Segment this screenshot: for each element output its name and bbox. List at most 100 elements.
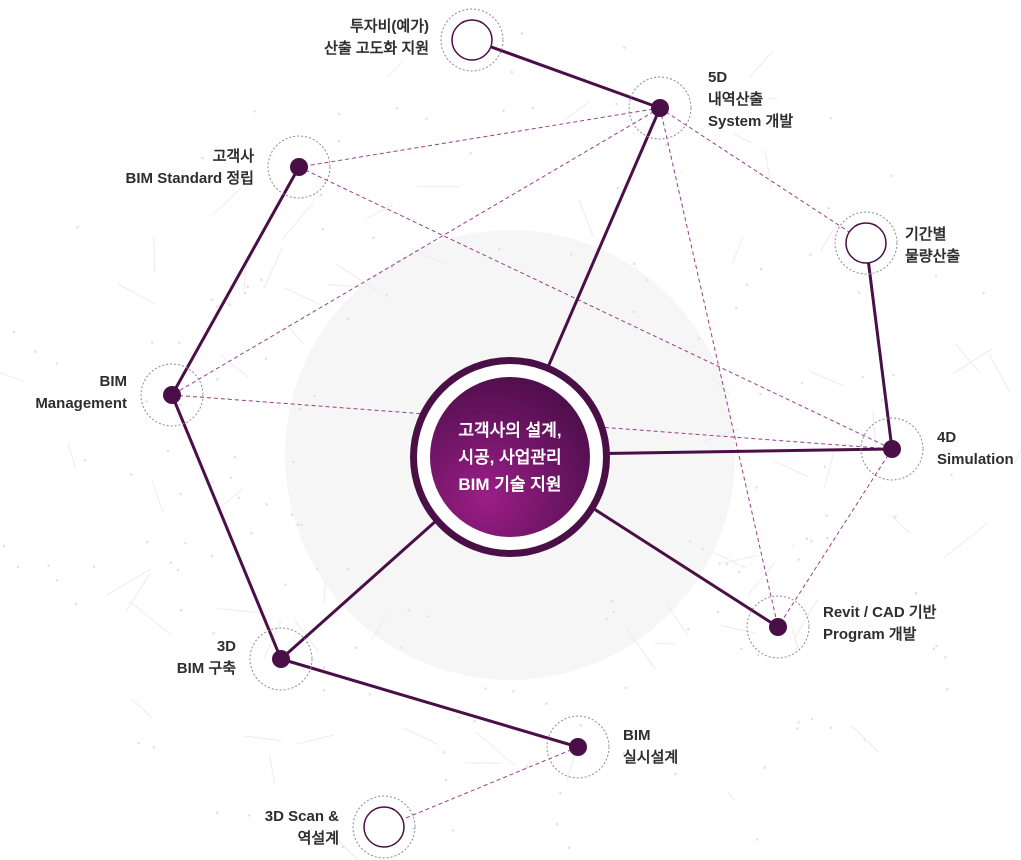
bg-dot (407, 608, 411, 612)
dashed-connections (171, 107, 893, 828)
node-hollow-period-qty (845, 222, 887, 264)
bg-network-line (335, 263, 380, 293)
bg-dot (757, 653, 760, 657)
center-text-line: 시공, 사업관리 (458, 447, 562, 467)
bg-dot (825, 536, 829, 540)
bg-dot (725, 562, 729, 566)
bg-dot (914, 591, 918, 595)
bg-dot (319, 193, 323, 197)
bg-dot (932, 647, 936, 651)
bg-dot (716, 610, 720, 614)
bg-dot (950, 473, 953, 477)
bg-dot (176, 569, 180, 572)
bg-network-line (284, 287, 322, 306)
bg-network-line (263, 247, 283, 289)
bg-dot (805, 537, 808, 540)
bg-network-line (296, 734, 335, 745)
bg-dot (797, 558, 800, 561)
label-line: BIM (623, 727, 651, 744)
bg-dot (809, 253, 812, 256)
node-ring-invest (440, 8, 504, 72)
bg-dot (512, 690, 515, 693)
bg-dot (559, 791, 562, 795)
bg-dot (300, 523, 303, 527)
bg-dot (498, 248, 501, 251)
bg-dot (484, 687, 488, 690)
bg-network-line (128, 600, 172, 636)
bg-dot (247, 814, 251, 817)
bg-dot (2, 544, 6, 547)
bg-dot (442, 751, 446, 754)
bg-dot (210, 554, 214, 558)
bg-dot (616, 186, 619, 190)
label-line: 물량산출 (905, 248, 961, 265)
bg-network-line (665, 602, 689, 637)
label-line: 5D (708, 69, 728, 86)
label-line: 투자비(예가) (350, 18, 429, 35)
bg-dot (55, 362, 59, 365)
label-bim-design: BIM 실시설계 (623, 725, 678, 769)
bg-network-line (718, 624, 755, 634)
bg-dot (525, 765, 529, 768)
bg-dot (228, 303, 231, 307)
node-dot-revit-cad (769, 618, 787, 636)
bg-dot (385, 294, 389, 297)
bg-network-line (1013, 449, 1021, 466)
node-ring-period-qty (834, 211, 898, 275)
bg-dot (368, 692, 372, 696)
bg-network-line (820, 229, 834, 252)
bg-dot (243, 291, 247, 295)
bg-network-line (727, 792, 735, 801)
bg-dot (201, 156, 204, 160)
bg-network-line (125, 573, 151, 612)
node-dot-bim-design (569, 738, 587, 756)
bg-dot (861, 375, 865, 379)
center-hub-inner: 고객사의 설계, 시공, 사업관리 BIM 기술 지원 (430, 377, 590, 537)
bg-dot (210, 298, 213, 301)
bg-dot (265, 503, 269, 506)
bg-dot (166, 449, 170, 453)
bg-network-line (794, 599, 819, 639)
bg-dot (755, 486, 758, 489)
bg-dot (624, 686, 628, 689)
bg-network-line (117, 283, 155, 305)
bg-dot (612, 610, 615, 614)
label-invest: 투자비(예가) 산출 고도화 지원 (324, 16, 429, 60)
bg-dot (179, 492, 182, 496)
bg-dot (211, 481, 215, 484)
bg-dot (632, 262, 636, 266)
bg-network-line (773, 460, 808, 477)
dashed-link-5d-bim-mgmt (171, 107, 661, 396)
bg-network-line (731, 237, 744, 264)
bg-dot (697, 337, 701, 340)
bg-dot (145, 400, 148, 403)
bg-network-line (0, 372, 24, 382)
bg-dot (451, 829, 455, 832)
bg-network-line (733, 133, 752, 143)
bg-dot (92, 565, 96, 568)
node-dot-5d (651, 99, 669, 117)
label-3d-bim: 3D BIM 구축 (177, 636, 236, 680)
node-dot-client-std (290, 158, 308, 176)
bg-dot (178, 341, 181, 345)
bg-dot (688, 540, 692, 543)
bg-dot (180, 609, 183, 612)
bg-dot (246, 285, 250, 289)
bg-dot (567, 846, 571, 849)
bg-network-line (747, 562, 776, 596)
bg-dot (152, 746, 156, 749)
bg-dot (579, 724, 583, 727)
bg-network-line (212, 188, 241, 215)
bg-network-line (216, 488, 243, 512)
bg-network-line (578, 199, 595, 238)
bg-network-line (764, 149, 772, 188)
node-ring-bim-design (546, 715, 610, 779)
node-hollow-invest (451, 19, 493, 61)
bg-network-line (475, 731, 516, 766)
bg-dot (894, 515, 897, 518)
bg-dot (215, 811, 219, 814)
bg-dot (337, 112, 341, 116)
bg-dot (74, 602, 78, 606)
bg-dot (250, 531, 253, 535)
bg-dot (337, 139, 341, 143)
